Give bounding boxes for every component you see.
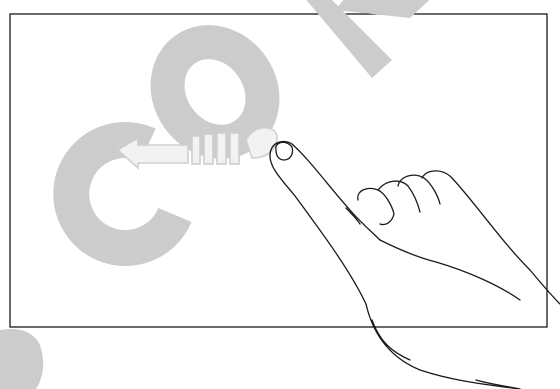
motion-bar-2 [204, 134, 213, 164]
motion-bar-4 [230, 133, 239, 164]
pinky-finger [422, 171, 560, 304]
wrist-line-2 [372, 320, 410, 360]
hand [270, 141, 560, 389]
watermark [0, 0, 440, 389]
ring-finger [398, 175, 440, 204]
finger-crease [346, 208, 360, 224]
motion-bar-3 [217, 133, 226, 164]
middle-finger-back [378, 181, 420, 212]
palm-edge [380, 240, 520, 300]
index-finger [270, 141, 380, 304]
watermark-fragment [0, 329, 43, 389]
fingernail [276, 142, 293, 160]
watermark-letter-n-stem [335, 0, 440, 18]
motion-bar-1 [192, 136, 200, 164]
middle-finger [358, 188, 394, 224]
